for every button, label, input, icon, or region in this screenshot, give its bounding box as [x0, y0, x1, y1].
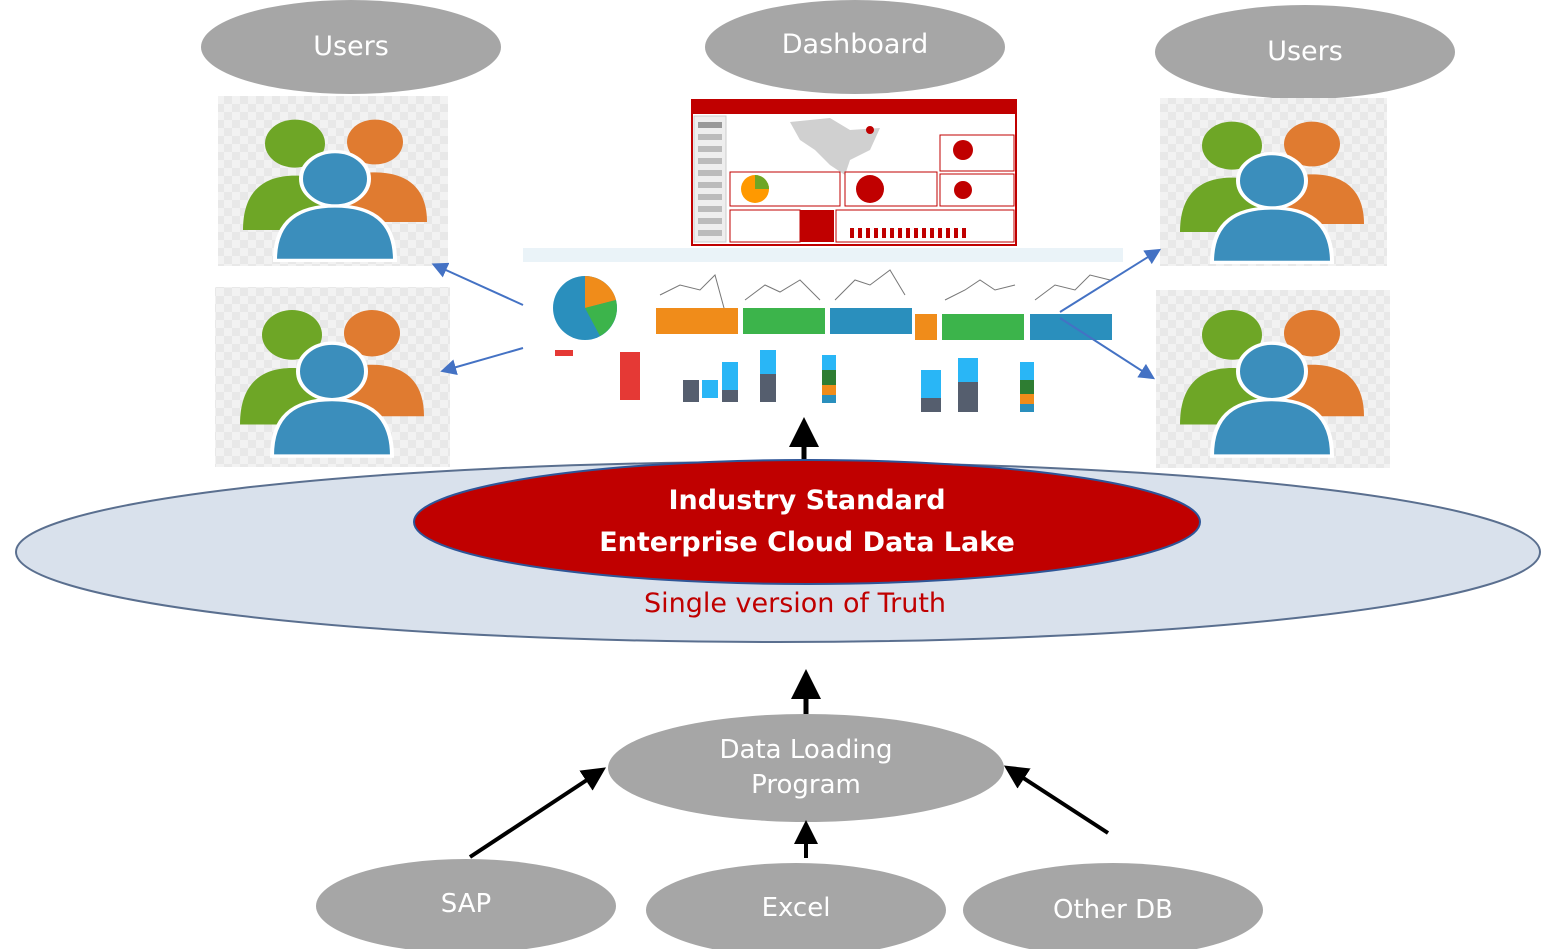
arrows-sources-to-loader [468, 765, 1110, 859]
data-lake-inner [413, 459, 1201, 585]
data-loading-program-pill [608, 714, 1004, 822]
users-right-pill [1155, 5, 1455, 99]
users-left-pill [201, 0, 501, 94]
dashboard-screenshot-bottom [523, 248, 1123, 420]
users-group-icon-top-right [1160, 98, 1387, 266]
users-group-icon-bottom-right [1156, 290, 1390, 468]
source-otherdb-pill [963, 863, 1263, 949]
arrows-dashboard-to-users [431, 248, 1162, 380]
source-excel-pill [646, 863, 946, 949]
dashboard-pill [705, 0, 1005, 94]
users-group-icon-bottom-left [215, 287, 450, 467]
users-group-icon-top-left [218, 96, 448, 266]
source-sap-pill [316, 859, 616, 949]
dashboard-screenshot-top [691, 99, 1017, 246]
